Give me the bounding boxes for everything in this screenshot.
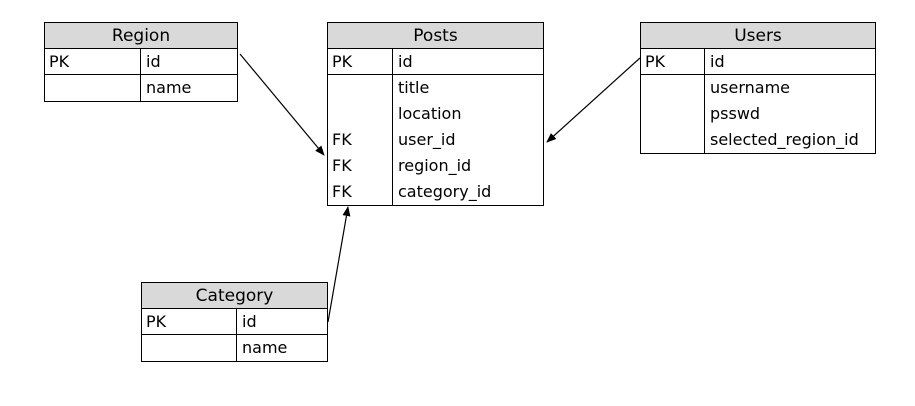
entity-title-category: Category [142,283,327,309]
field-key [328,101,393,127]
field-row: title [328,75,543,101]
field-row: psswd [641,101,875,127]
entity-category: Category PK id name [141,282,328,362]
field-name: region_id [398,156,472,175]
field-key [641,75,705,101]
field-key: PK [45,49,141,74]
entity-region: Region PK id name [44,22,238,102]
field-key: FK [328,153,393,179]
field-row: PK id [328,49,543,75]
field-key: PK [328,49,393,74]
field-name: user_id [398,130,456,149]
entity-posts: Posts PK id title location FK user_id FK… [327,22,544,206]
entity-title-users: Users [641,23,875,49]
entity-users: Users PK id username psswd selected_regi… [640,22,876,154]
field-row: PK id [641,49,875,75]
field-name: location [398,104,462,123]
field-row: FK user_id [328,127,543,153]
relationship-region-posts [239,53,325,156]
entity-title-region: Region [45,23,237,49]
field-name: id [242,312,257,331]
field-key: FK [328,179,393,205]
field-row: name [45,75,237,101]
field-name: id [146,52,161,71]
field-key [142,335,237,361]
field-key: PK [142,309,237,334]
field-row: username [641,75,875,101]
field-row: FK category_id [328,179,543,205]
field-name: name [146,78,192,97]
field-name: title [398,78,430,97]
field-name: psswd [710,104,761,123]
field-key: PK [641,49,705,74]
field-row: FK region_id [328,153,543,179]
field-key [45,75,141,101]
field-row: PK id [142,309,327,335]
field-key [641,101,705,127]
relationship-users-posts [546,57,641,143]
field-name: name [242,338,288,357]
field-name: id [398,52,413,71]
field-row: location [328,101,543,127]
field-name: selected_region_id [710,130,859,149]
entity-title-posts: Posts [328,23,543,49]
field-row: PK id [45,49,237,75]
field-key: FK [328,127,393,153]
relationship-category-posts [327,206,351,323]
field-key [641,127,705,153]
field-row: name [142,335,327,361]
field-name: username [710,78,790,97]
field-row: selected_region_id [641,127,875,153]
field-name: id [710,52,725,71]
field-name: category_id [398,182,492,201]
field-key [328,75,393,101]
